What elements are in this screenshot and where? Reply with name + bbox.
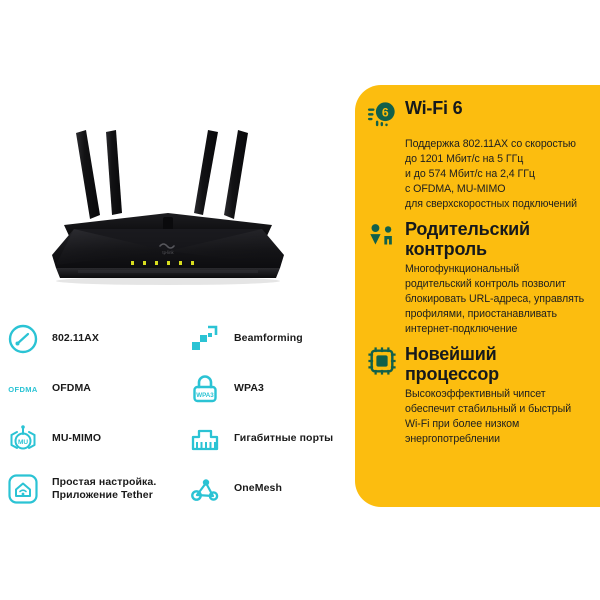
feature-item-easy-setup: Простая настройка. Приложение Tether: [4, 464, 176, 514]
feature-column-right: Beamforming WPA3 WPA3: [186, 314, 358, 514]
tp-link-logo: tp-link: [159, 243, 175, 255]
router-illustration: tp-link: [52, 130, 284, 285]
benefit-body: Высокоэффективный чипсет обеспечит стаби…: [405, 388, 572, 446]
home-wifi-icon: [4, 470, 42, 508]
feature-label: Beamforming: [234, 332, 303, 345]
feature-label: WPA3: [234, 382, 264, 395]
benefit-title: Wi-Fi 6: [405, 98, 463, 118]
benefit-title: Родительский контроль: [405, 219, 530, 259]
feature-item-beamforming: Beamforming: [186, 314, 358, 364]
beamforming-icon: [186, 320, 224, 358]
benefit-header: Родительский контроль: [365, 219, 586, 259]
svg-text:MU: MU: [18, 439, 28, 446]
antenna-group: [76, 130, 248, 219]
feature-item-gigabit-ports: Гигабитные порты: [186, 414, 358, 464]
onemesh-nodes-icon: [186, 470, 224, 508]
feature-grid: 802.11AX OFDMA OFDMA MU: [0, 314, 345, 514]
benefit-body: Многофункциональный родительский контрол…: [405, 263, 585, 336]
feature-label: MU-MIMO: [52, 432, 102, 445]
benefit-header: Новейший процессор: [365, 344, 586, 384]
feature-label: Простая настройка. Приложение Tether: [52, 475, 157, 501]
feature-item-wpa3: WPA3 WPA3: [186, 364, 358, 414]
svg-text:tp-link: tp-link: [162, 250, 174, 255]
ofdma-icon-text: OFDMA: [8, 384, 38, 394]
feature-item-80211ax: 802.11AX: [4, 314, 176, 364]
feature-label: OneMesh: [234, 482, 282, 495]
led-indicator-row: [131, 261, 194, 265]
benefit-block-parental-control: Родительский контроль Многофункциональны…: [355, 212, 600, 337]
ethernet-port-icon: [186, 420, 224, 458]
benefit-title: Новейший процессор: [405, 344, 499, 384]
parental-control-people-icon: [365, 220, 399, 255]
svg-text:6: 6: [382, 105, 389, 119]
router-product-image: tp-link: [18, 105, 318, 300]
benefit-block-processor: Новейший процессор Высокоэффективный чип…: [355, 337, 600, 447]
feature-item-ofdma: OFDMA OFDMA: [4, 364, 176, 414]
vent-strip: [78, 270, 258, 273]
feature-item-mu-mimo: MU MU-MIMO: [4, 414, 176, 464]
lock-wpa3-icon: WPA3: [186, 370, 224, 408]
svg-text:WPA3: WPA3: [196, 392, 214, 399]
benefit-body: Поддержка 802.11AX со скоростью до 1201 …: [405, 138, 578, 211]
feature-column-left: 802.11AX OFDMA OFDMA MU: [4, 314, 176, 514]
speedometer-icon: [4, 320, 42, 358]
feature-label: Гигабитные порты: [234, 432, 334, 445]
feature-item-onemesh: OneMesh: [186, 464, 358, 514]
feature-label: OFDMA: [52, 382, 91, 395]
feature-label: 802.11AX: [52, 332, 99, 345]
benefits-panel: 6 Wi-Fi 6 Поддержка 802.11AX со скорость…: [355, 85, 600, 507]
benefit-header: 6 Wi-Fi 6: [365, 98, 586, 134]
wifi6-icon: 6: [365, 99, 399, 134]
mu-mimo-icon: MU: [4, 420, 42, 458]
cpu-chip-icon: [365, 345, 399, 380]
ofdma-text-icon: OFDMA: [4, 370, 42, 408]
benefit-block-wifi6: 6 Wi-Fi 6 Поддержка 802.11AX со скорость…: [355, 85, 600, 212]
